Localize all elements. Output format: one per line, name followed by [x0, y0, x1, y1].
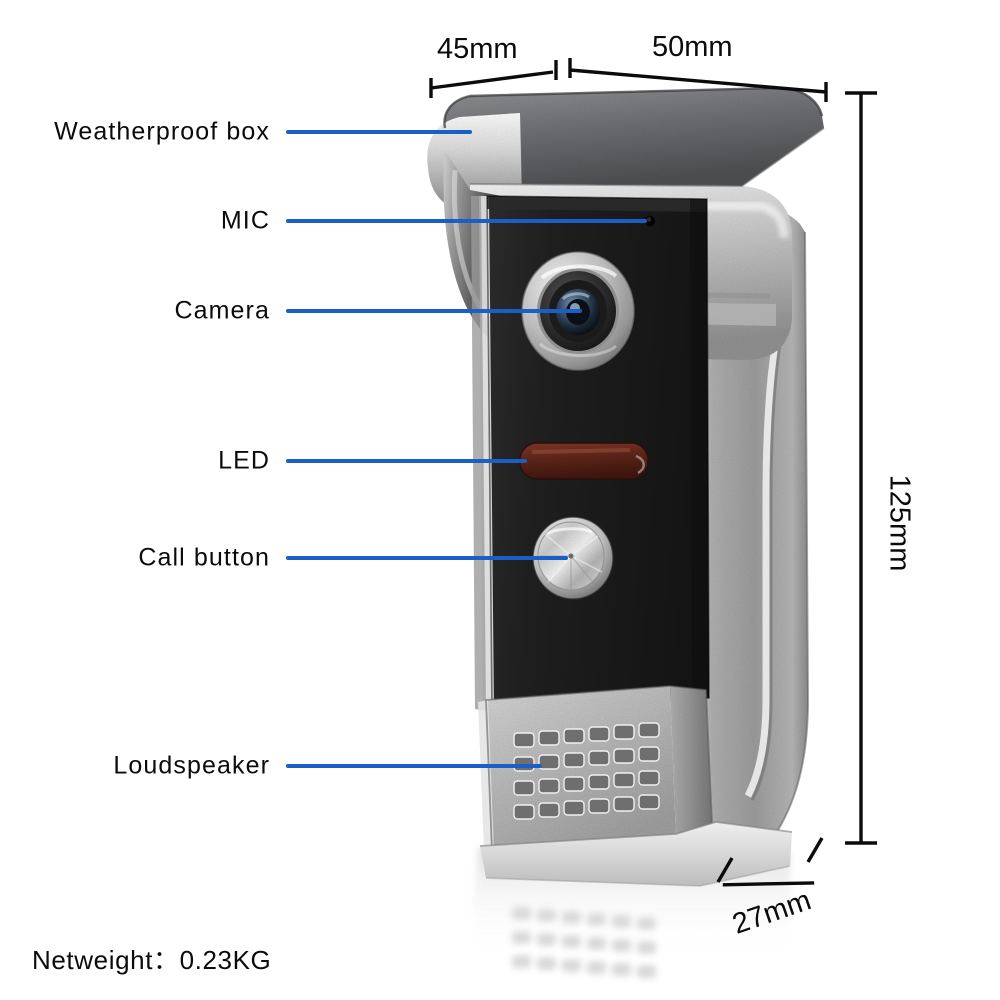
right-side-panel	[696, 197, 810, 847]
ir-led-window	[519, 442, 649, 480]
dimension-label-width-top-right: 50mm	[652, 31, 733, 63]
dimension-label-depth-bottom: 27mm	[728, 884, 816, 941]
callout-leader-lines	[286, 130, 647, 768]
camera-lens	[521, 251, 635, 371]
mic-pinhole	[645, 215, 655, 227]
callout-label-loudspeaker: Loudspeaker	[113, 751, 270, 780]
dimension-label-width-top-left: 45mm	[437, 33, 518, 65]
black-front-panel	[471, 195, 710, 713]
bottom-cap	[479, 821, 793, 887]
callout-label-weatherproof-box: Weatherproof box	[54, 117, 270, 146]
callout-label-led: LED	[218, 446, 270, 475]
callout-label-call-button: Call button	[138, 543, 270, 572]
callout-label-camera: Camera	[174, 296, 270, 325]
grille-slots	[513, 722, 660, 820]
dim-125mm-line	[845, 91, 877, 845]
dimension-lines	[429, 58, 877, 887]
weatherproof-hood	[427, 86, 825, 360]
call-button[interactable]	[532, 516, 614, 600]
dimension-label-height-right: 125mm	[883, 474, 916, 572]
callout-label-mic: MIC	[220, 206, 270, 235]
dim-50mm-line	[568, 58, 828, 102]
loudspeaker-grille	[478, 685, 713, 853]
netweight-text: Netweight：0.23KG	[32, 945, 272, 975]
